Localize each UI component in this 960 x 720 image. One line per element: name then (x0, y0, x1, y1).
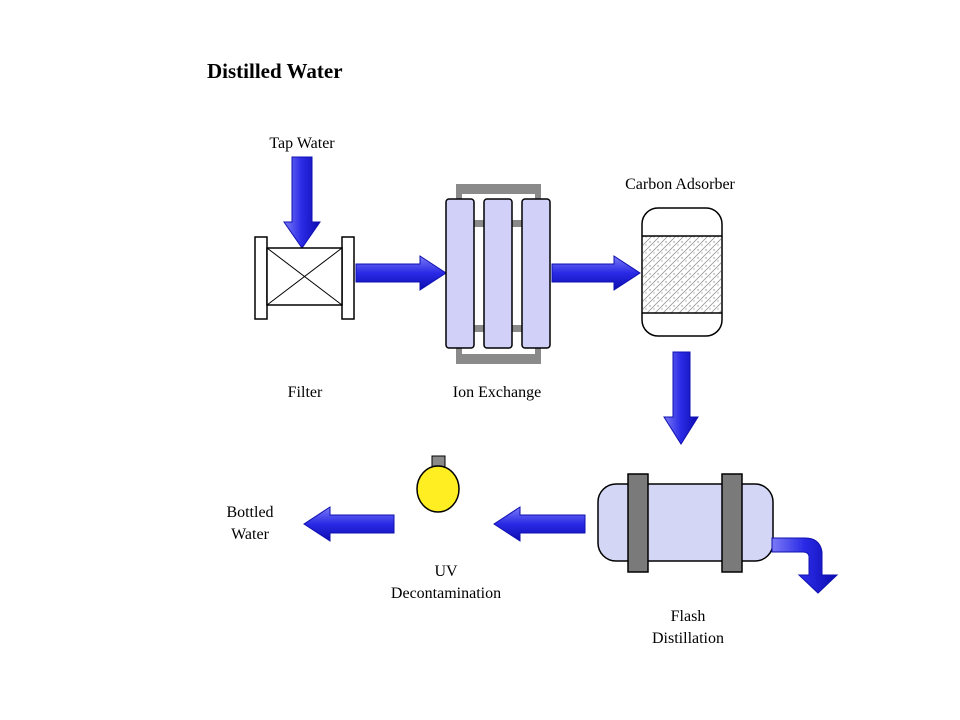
filter-label: Filter (288, 384, 323, 401)
bottled-label-line1: Bottled (226, 504, 273, 521)
flow-arrow-carbon-to-flash (663, 351, 699, 445)
flow-arrow-ion-to-carbon (551, 255, 641, 291)
carbon-adsorber-unit (641, 207, 723, 337)
diagram-title: Distilled Water (207, 59, 343, 83)
uv-bulb-icon (416, 455, 460, 513)
flow-arrow-filter-to-ion (355, 255, 447, 291)
flow-arrow-flash-to-uv (493, 506, 586, 542)
tap-water-label: Tap Water (269, 135, 335, 152)
ion-exchange-label: Ion Exchange (453, 384, 541, 401)
tap-water-arrow (283, 156, 321, 249)
flash-label-line2: Distillation (652, 630, 724, 647)
filter-unit (254, 236, 355, 320)
bottled-label-line2: Water (231, 526, 269, 543)
ion-exchange-unit (445, 184, 551, 364)
flash-label-line1: Flash (671, 608, 706, 625)
distillate-outlet-arrow (771, 537, 839, 594)
carbon-adsorber-label: Carbon Adsorber (625, 176, 735, 193)
uv-label-line2: Decontamination (391, 585, 501, 602)
uv-label-line1: UV (434, 563, 458, 580)
flow-arrow-uv-to-bottled (303, 506, 395, 542)
flash-distillation-unit (597, 473, 839, 594)
